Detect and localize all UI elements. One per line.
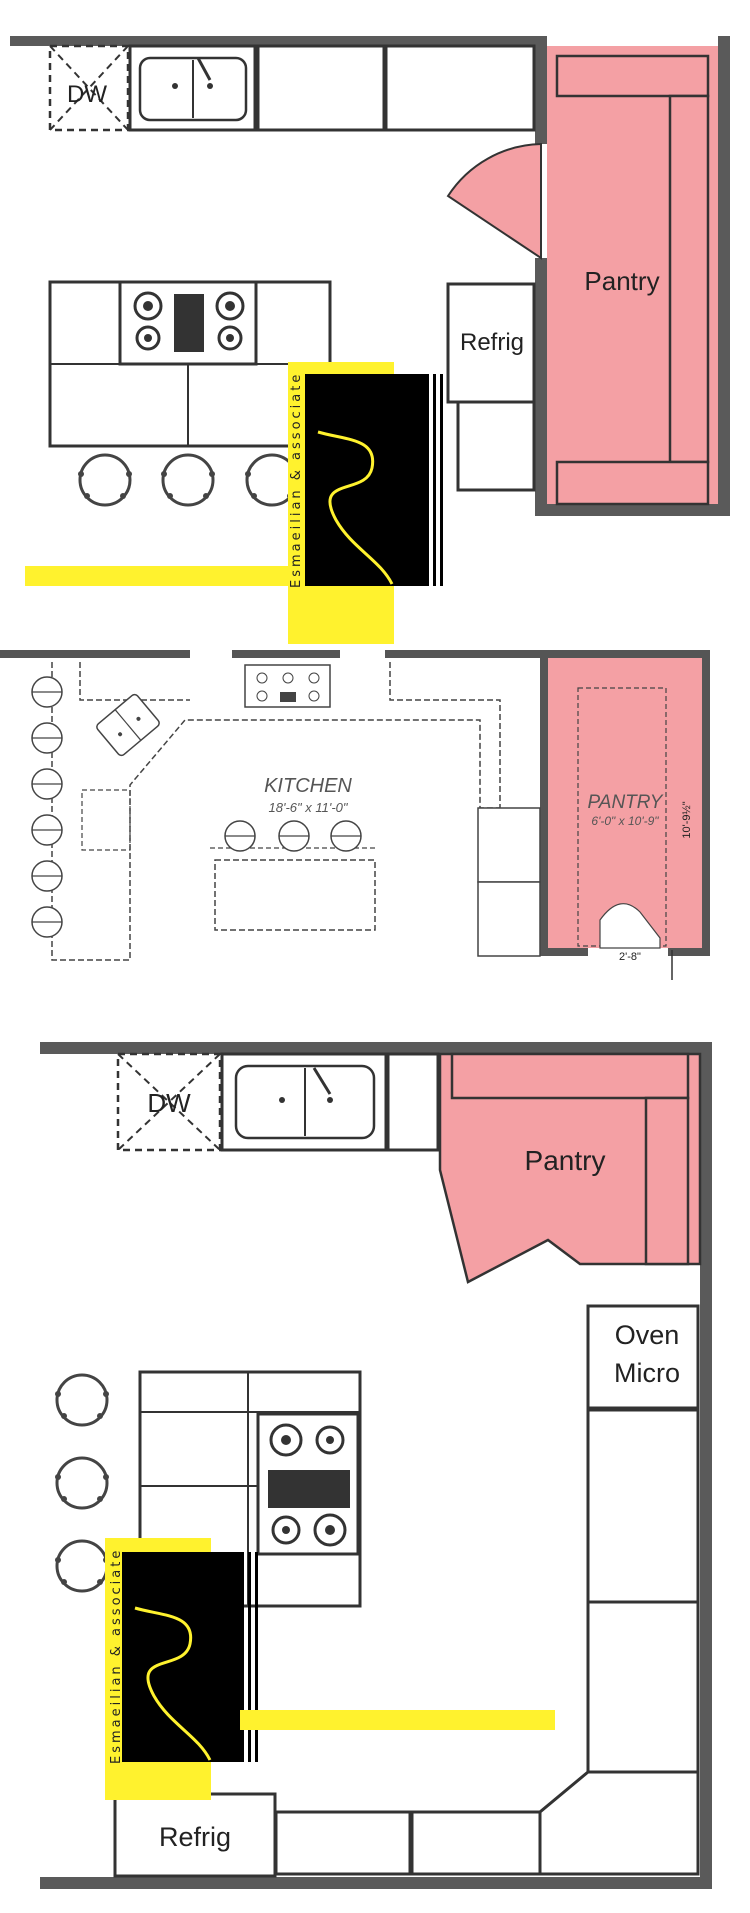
cooktop-griddle: [268, 1470, 350, 1508]
plan-1: DW Pantry Refrig: [10, 36, 730, 516]
bar-stool: [31, 722, 63, 754]
corner-sink: [96, 693, 160, 757]
pantry-label: Pantry: [584, 266, 659, 296]
plan-2: 2'-8" KITCHEN 18'-6" x 11'-0": [0, 650, 710, 980]
pantry-room: [548, 658, 702, 948]
base-cabinet: [274, 1810, 412, 1876]
refrig-label: Refrig: [159, 1822, 231, 1852]
refrigerator: [446, 282, 536, 404]
base-cabinet-2: [384, 44, 536, 132]
dw-label: DW: [67, 81, 107, 108]
corner-cabinet: [538, 1770, 700, 1876]
pantry-shelf-right: [644, 1096, 690, 1266]
wall-top: [10, 36, 545, 46]
faucet: [312, 1067, 332, 1095]
wall-bottom: [535, 504, 728, 516]
pantry-wall-left: [540, 658, 548, 956]
bar-stool: [76, 453, 134, 507]
counter-outline: [51, 662, 500, 961]
base-cabinet: [586, 1600, 700, 1774]
base-cabinet: [586, 1408, 700, 1604]
refrigerator: [477, 807, 541, 883]
watermark-logo: Esmaeilian & associate: [105, 1538, 555, 1800]
kitchen-size: 18'-6" x 11'-0": [269, 800, 349, 815]
pantry-door-swing: [446, 142, 542, 260]
base-cabinet: [386, 1052, 440, 1152]
wall-pantry-front-upper: [535, 36, 547, 144]
base-cabinet: [410, 1810, 542, 1876]
watermark-text: Esmaeilian & associate: [109, 1548, 124, 1764]
micro-label: Micro: [614, 1358, 680, 1388]
pantry-title: PANTRY: [588, 792, 664, 813]
bar-stool: [31, 676, 63, 708]
oven-label: Oven: [615, 1320, 680, 1350]
watermark-text: Esmaeilian & associate: [289, 372, 304, 588]
pantry-door-swing: [599, 903, 661, 949]
wall-bottom: [40, 1877, 712, 1889]
wall-right: [718, 36, 730, 516]
pantry-size: 6'-0" x 10'-9": [591, 814, 659, 828]
pantry-room: [438, 1052, 702, 1284]
bar-stool: [159, 453, 217, 507]
island: [214, 859, 376, 931]
bar-stool: [278, 820, 310, 852]
dishwasher: [81, 789, 131, 851]
bar-stool: [31, 768, 63, 800]
bar-stool: [31, 906, 63, 938]
dw-label: DW: [147, 1088, 191, 1118]
refrig-label: Refrig: [460, 329, 524, 356]
bar-stool: [53, 1539, 111, 1593]
base-cabinet-3: [456, 400, 536, 492]
bar-stool: [224, 820, 256, 852]
faucet: [196, 57, 212, 81]
pantry-label: Pantry: [525, 1145, 606, 1176]
oven-micro-cabinet: [586, 1304, 700, 1410]
pantry-shelves: [577, 687, 667, 947]
bar-stool: [53, 1456, 111, 1510]
bar-stool: [330, 820, 362, 852]
door-width-label: 2'-8": [619, 951, 641, 963]
watermark-logo: Esmaeilian & associate: [25, 362, 443, 644]
bar-stool: [31, 814, 63, 846]
pantry-shelf-top: [555, 54, 710, 98]
pantry-shelf-top: [450, 1052, 690, 1100]
bar-stool: [53, 1373, 111, 1427]
base-cabinet-1: [256, 44, 386, 132]
base-cabinet: [477, 881, 541, 957]
wall-top: [40, 1042, 700, 1054]
dishwasher: [116, 1052, 222, 1152]
bar-stool: [31, 860, 63, 892]
pantry-shelf-bottom: [555, 460, 710, 506]
cooktop-griddle: [174, 294, 204, 352]
pantry-depth-dimension: 10'-9½": [681, 801, 693, 838]
plan-3: DW Pantry Oven Micro Refrig: [40, 1042, 712, 1889]
kitchen-title: KITCHEN: [264, 775, 352, 797]
pantry-wall-right: [702, 658, 710, 956]
dishwasher: [48, 44, 130, 132]
wall-right: [700, 1042, 712, 1889]
wall-pantry-front-lower: [535, 258, 547, 514]
pantry-shelf-right: [668, 94, 710, 464]
